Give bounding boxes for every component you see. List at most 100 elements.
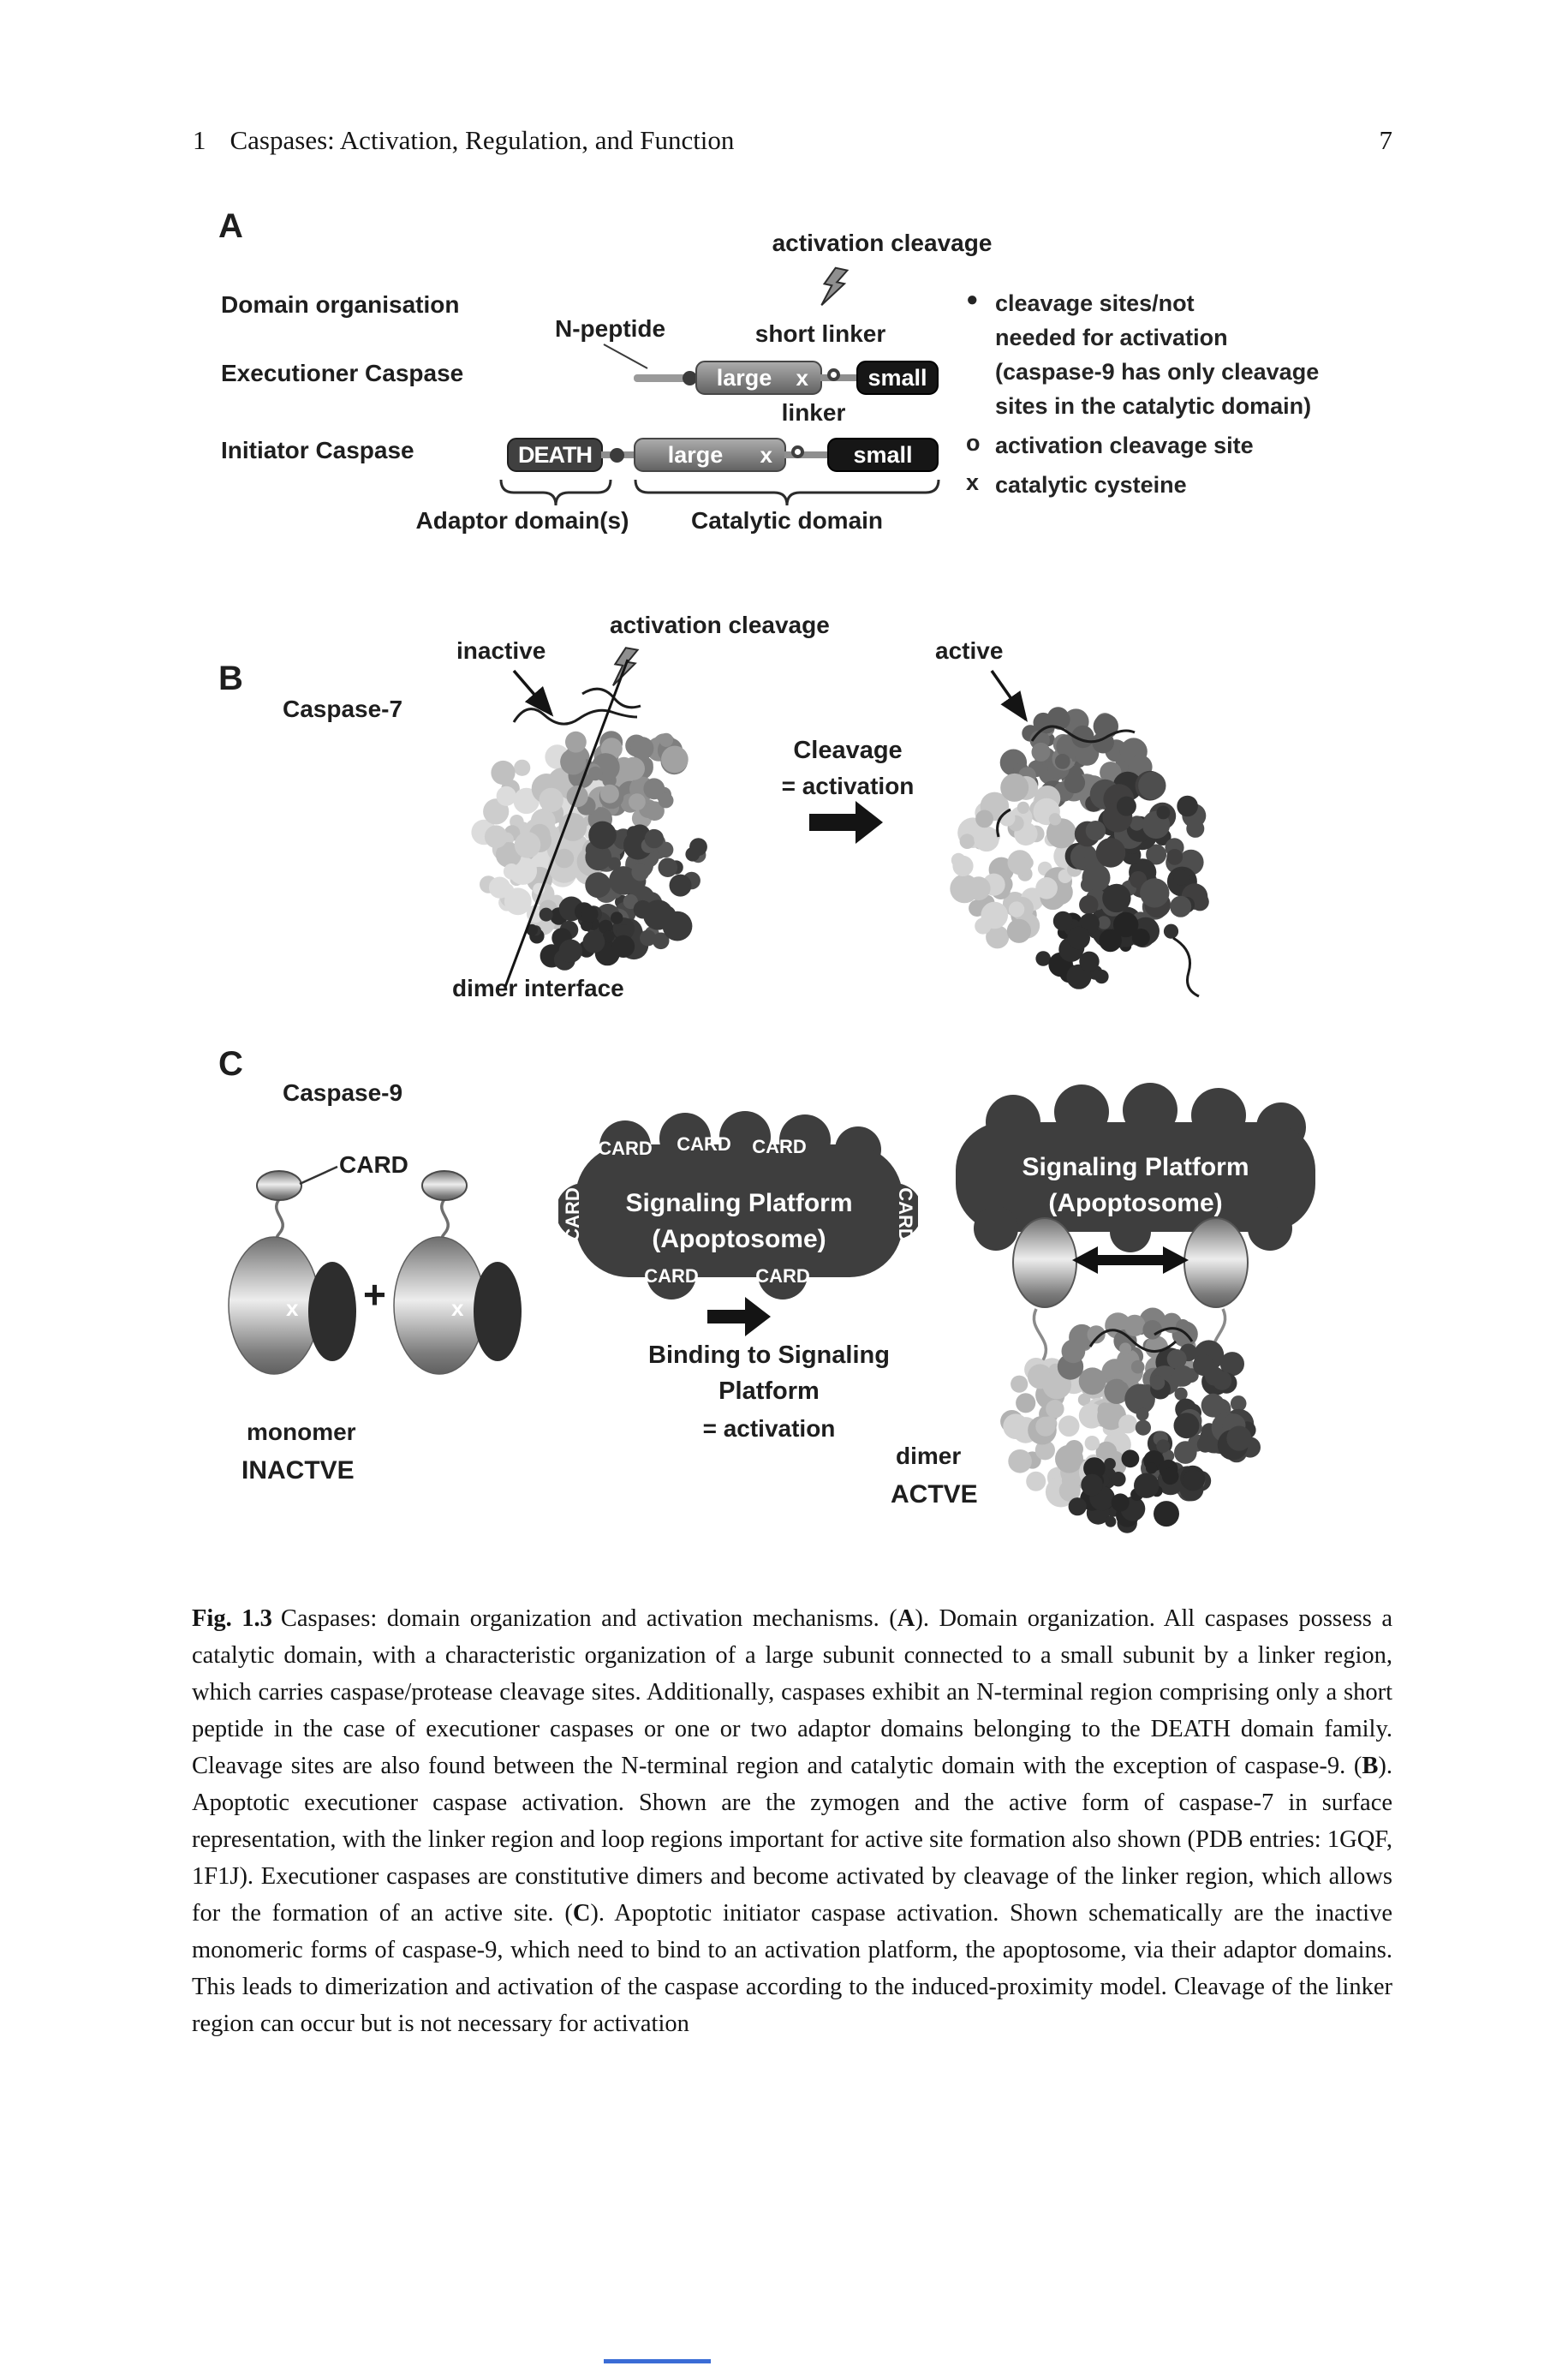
legend-line: (caspase-9 has only cleavage xyxy=(995,359,1320,385)
activation-cleavage-label-a: activation cleavage xyxy=(772,230,993,256)
inactive-label: inactive xyxy=(456,637,546,664)
x-symbol: x xyxy=(966,469,980,495)
apoptosome-text: (Apoptosome) xyxy=(652,1225,826,1253)
init-cleavage-site-dot xyxy=(610,448,624,463)
dimer-label: dimer xyxy=(896,1443,962,1469)
cleavage-activation-arrow xyxy=(809,801,883,844)
init-linker-line xyxy=(784,451,831,458)
legend-item-cleavage-sites: ● cleavage sites/not needed for activati… xyxy=(966,286,1319,423)
small-subunit-ellipse xyxy=(474,1262,522,1361)
page-number: 7 xyxy=(1379,125,1393,155)
adaptor-brace xyxy=(499,479,612,506)
legend-line: sites in the catalytic domain) xyxy=(995,393,1312,419)
caspase7-label: Caspase-7 xyxy=(283,696,403,722)
death-domain-box: DEATH xyxy=(507,438,603,472)
apoptosome-dimer-diagram: Signaling Platform (Apoptosome) xyxy=(956,1083,1315,1533)
card-label-right: CARD xyxy=(895,1187,916,1242)
card-label-top-2: CARD xyxy=(677,1133,731,1155)
binding-label-line2: Platform xyxy=(718,1377,820,1405)
loop-region-squiggle xyxy=(1154,1327,1194,1342)
equals-activation-label-c: = activation xyxy=(702,1415,836,1442)
linker-label: linker xyxy=(781,399,846,426)
caspase9-monomer-1: x xyxy=(228,1170,356,1375)
loop-region-squiggle xyxy=(996,808,1011,838)
init-small-subunit-box: small xyxy=(827,438,939,472)
initiator-caspase-label: Initiator Caspase xyxy=(221,437,414,463)
page-header: 1 Caspases: Activation, Regulation, and F… xyxy=(193,125,1392,156)
legend-item-activation-site: o activation cleavage site xyxy=(966,428,1319,463)
activation-cleavage-label-b: activation cleavage xyxy=(610,612,830,638)
caspase7-active-structure xyxy=(950,707,1209,998)
legend-line: needed for activation xyxy=(995,325,1228,350)
card-pointer-label: CARD xyxy=(339,1151,408,1178)
card-label-top-1: CARD xyxy=(598,1138,653,1159)
panel-a-letter: A xyxy=(218,207,243,245)
caspase7-inactive-structure xyxy=(471,687,707,971)
caption-label: Fig. 1.3 xyxy=(192,1605,272,1632)
loop-region-squiggle xyxy=(512,708,638,726)
apoptosome-text: (Apoptosome) xyxy=(1048,1189,1222,1217)
caption-text: Caspases: domain organization and activa… xyxy=(192,1605,1392,2037)
loop-region-squiggle xyxy=(1172,936,1200,998)
death-label: DEATH xyxy=(518,441,593,468)
large-subunit-ellipse xyxy=(393,1236,486,1375)
apoptosome-schematic: CARD CARD CARD CARD CARD CARD CARD Signa… xyxy=(558,1111,918,1300)
cleavage-label: Cleavage xyxy=(793,737,903,764)
catalytic-x: x xyxy=(451,1295,464,1321)
executioner-caspase-label: Executioner Caspase xyxy=(221,360,464,386)
lightning-bolt-icon xyxy=(820,266,850,306)
loop-region-squiggle xyxy=(581,687,641,709)
active-state-label: ACTVE xyxy=(891,1480,978,1509)
linker-squiggle xyxy=(1032,1308,1048,1361)
n-peptide-leader-line xyxy=(603,344,648,369)
n-peptide-line xyxy=(634,374,687,382)
platform-body xyxy=(558,1111,918,1300)
loop-region-squiggle xyxy=(1088,1329,1177,1353)
signaling-platform-text: Signaling Platform xyxy=(625,1189,852,1217)
chapter-number: 1 xyxy=(193,125,206,155)
adaptor-domains-label: Adaptor domain(s) xyxy=(415,507,629,534)
chapter-title: Caspases: Activation, Regulation, and Fu… xyxy=(230,125,735,155)
small-subunit-ellipse xyxy=(308,1262,356,1361)
catalytic-cysteine-x-init: x xyxy=(760,442,772,468)
card-label-top-3: CARD xyxy=(752,1136,807,1157)
plus-sign: + xyxy=(363,1272,386,1317)
large-label: large xyxy=(716,364,772,391)
card-label-left: CARD xyxy=(562,1187,583,1242)
large-label: large xyxy=(667,441,724,468)
footer-link-mark xyxy=(604,2359,711,2363)
exec-activation-site-circle xyxy=(827,368,840,381)
card-domain-ellipse xyxy=(256,1170,302,1201)
card-bound-ellipse-left xyxy=(1012,1217,1077,1308)
loop-region-squiggle xyxy=(1030,725,1136,744)
legend-item-catalytic-cysteine: x catalytic cysteine xyxy=(966,468,1319,502)
small-label: small xyxy=(853,441,913,468)
catalytic-brace xyxy=(634,479,940,506)
small-label: small xyxy=(867,364,927,391)
caspase9-dimer-structure xyxy=(1000,1307,1261,1533)
card-bound-ellipse-right xyxy=(1183,1217,1249,1308)
running-head: 1 Caspases: Activation, Regulation, and F… xyxy=(193,125,734,156)
monomer-label: monomer xyxy=(247,1419,356,1445)
init-large-subunit-box: large x xyxy=(634,438,786,472)
domain-organisation-label: Domain organisation xyxy=(221,291,460,318)
inactive-state-label: INACTVE xyxy=(241,1456,355,1485)
large-subunit-ellipse xyxy=(228,1236,320,1375)
protein-surface-blob xyxy=(950,707,1209,989)
active-label: active xyxy=(935,637,1004,664)
panel-b-letter: B xyxy=(218,660,243,697)
protein-surface-blob xyxy=(471,731,707,971)
filled-dot-symbol: ● xyxy=(966,288,979,311)
caspase9-monomer-2: x xyxy=(393,1170,522,1375)
catalytic-x: x xyxy=(286,1295,299,1321)
dimerization-double-arrow xyxy=(1072,1246,1189,1274)
panel-c-letter: C xyxy=(218,1045,243,1083)
signaling-platform-text: Signaling Platform xyxy=(1022,1153,1249,1181)
init-activation-site-circle xyxy=(791,445,804,458)
legend-line: catalytic cysteine xyxy=(995,472,1187,498)
open-circle-symbol: o xyxy=(966,430,981,456)
short-linker-label: short linker xyxy=(754,320,886,347)
card-domain-ellipse xyxy=(421,1170,468,1201)
